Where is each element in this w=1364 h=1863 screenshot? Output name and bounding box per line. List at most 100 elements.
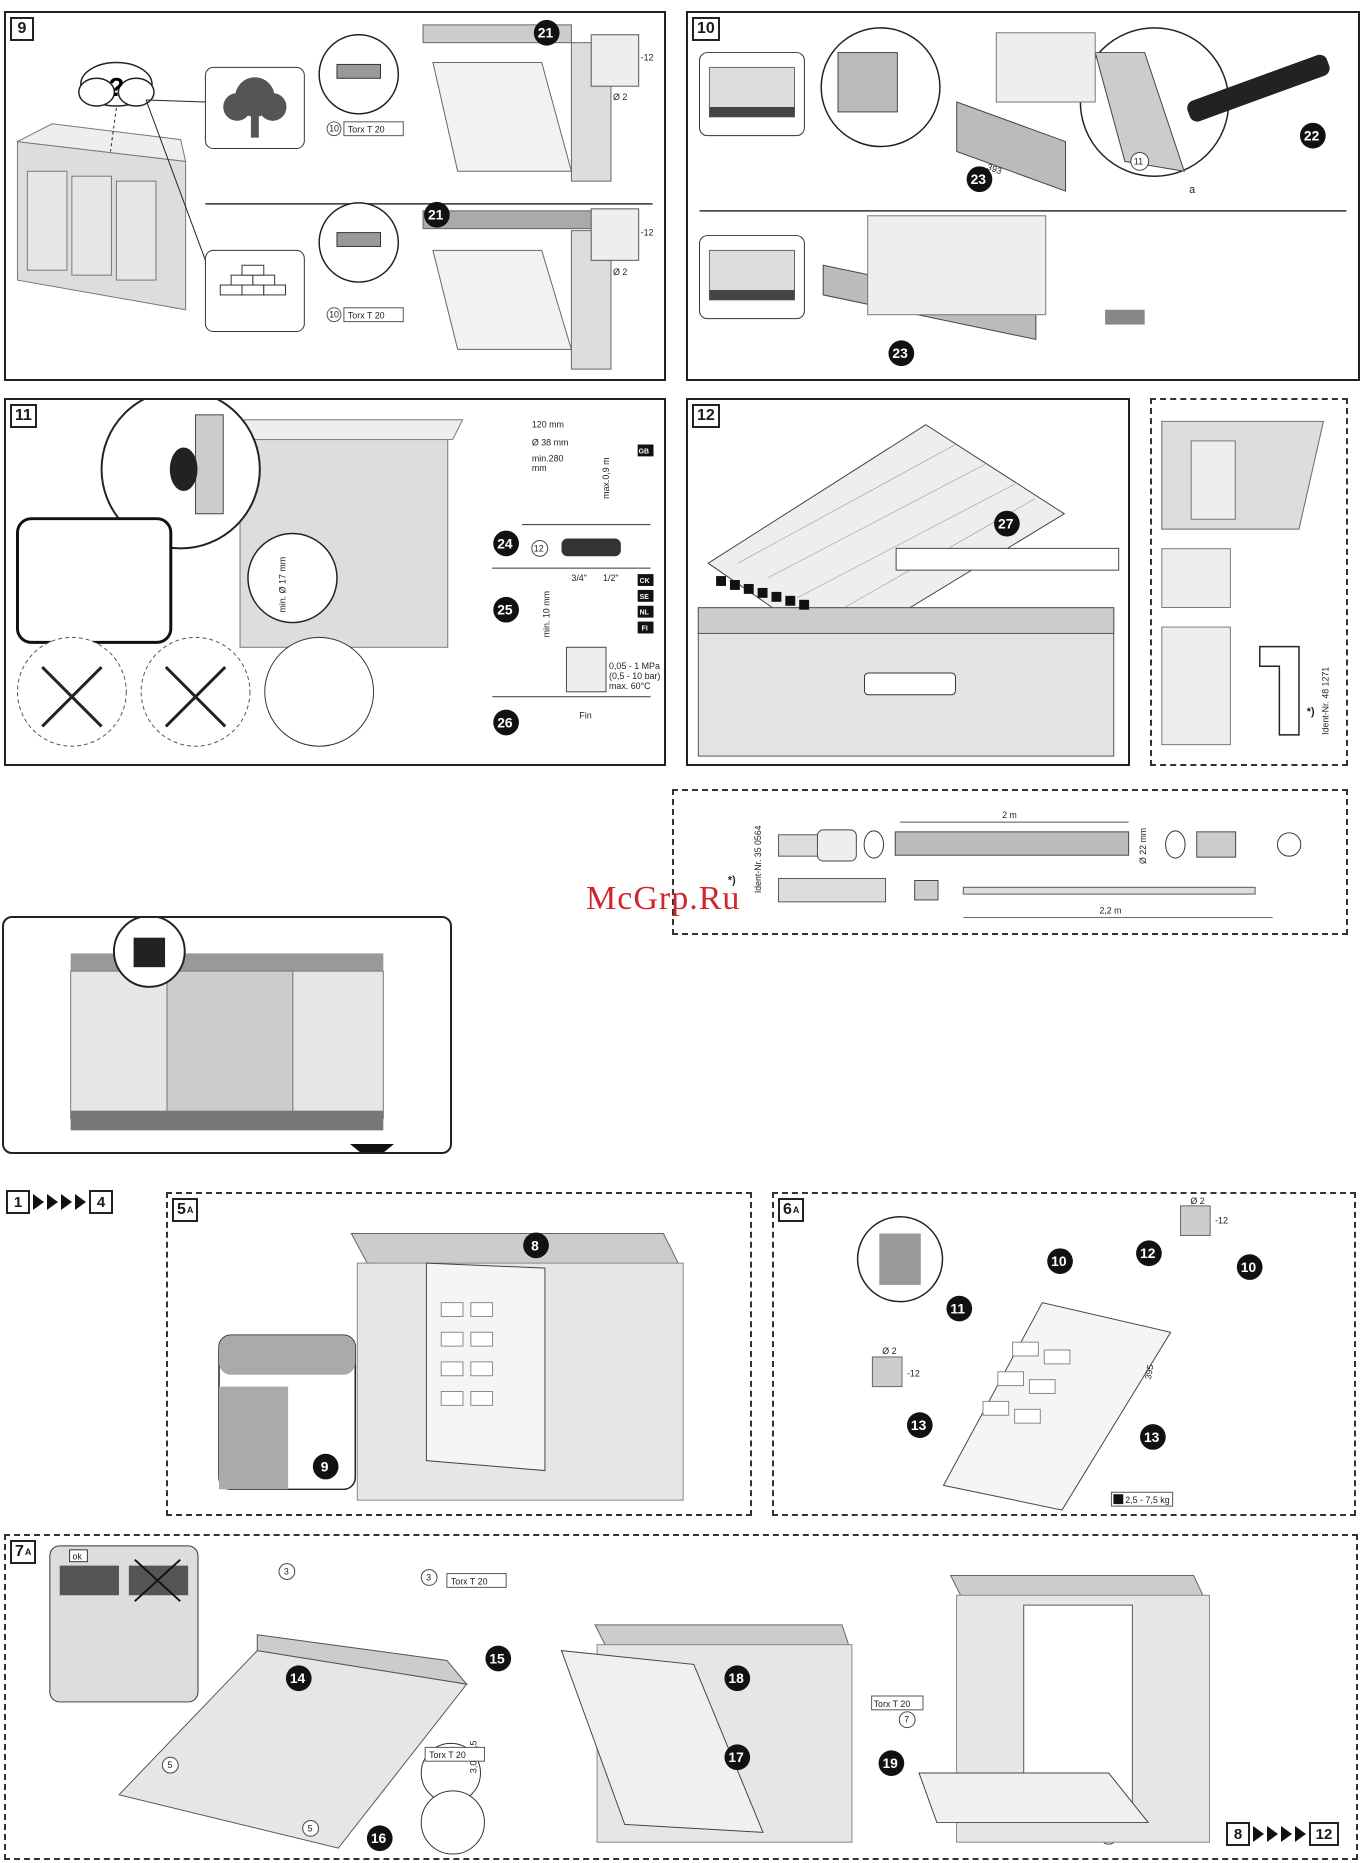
step-12-illustration: 27 (697, 424, 1120, 757)
hex-3-a: 3 (284, 1567, 289, 1577)
sequence-to: 4 (89, 1190, 113, 1214)
dim-d2-top: Ø 2 (1190, 1196, 1204, 1206)
accessory-panel-b: Ident-Nr. 35 0564 *) 2 m Ø 22 mm 2,2 m (672, 789, 1348, 935)
down-arrow-icon (350, 1144, 394, 1152)
dim-d2-left: Ø 2 (882, 1346, 896, 1356)
step-number: 12 (692, 404, 720, 428)
callout-19: 19 (882, 1755, 898, 1771)
square-tabs (716, 576, 810, 610)
dim-max09-label: max.0,9 m (601, 457, 611, 499)
hex-7-a: 7 (904, 1715, 909, 1725)
hex-5-a: 5 (167, 1760, 172, 1770)
dim-12-top: -12 (641, 52, 654, 62)
pressure-1: 0,05 - 1 MPa (609, 661, 660, 671)
badge-fi: FI (642, 625, 648, 632)
callout-15: 15 (489, 1650, 505, 1666)
step-9-illustration: ? (15, 19, 654, 370)
callout-14: 14 (290, 1670, 306, 1686)
step-number: 11 (10, 404, 37, 428)
step-5a-illustration: 8 9 (218, 1232, 685, 1501)
overview-panel (2, 916, 452, 1154)
callout-23: 23 (971, 171, 987, 187)
dim-middle: 395 (1143, 1364, 1155, 1380)
callout-27: 27 (998, 516, 1014, 532)
watermark: McGrp.Ru (586, 880, 741, 917)
arrow-icon (1281, 1826, 1292, 1842)
weight-label: 2,5 - 7,5 kg (1125, 1495, 1169, 1505)
torx-label-1: Torx T 20 (451, 1576, 488, 1586)
brick-icon (219, 264, 287, 296)
asterisk-note: *) (1307, 706, 1315, 718)
callout-18: 18 (728, 1670, 744, 1686)
step-10-illustration: a 393 11 22 23 23 (699, 27, 1347, 367)
step-number: 9 (10, 17, 34, 41)
torx-label-2: Torx T 20 (429, 1750, 466, 1760)
arrow-icon (33, 1194, 44, 1210)
callout-17: 17 (728, 1749, 744, 1765)
callout-23-lower: 23 (892, 345, 908, 361)
callout-11: 11 (950, 1301, 965, 1317)
callout-13-left: 13 (911, 1417, 927, 1433)
hex-11-label: 11 (1134, 156, 1143, 166)
step-11-panel: 11 min. Ø 17 mm 120 mm Ø 38 mm min.280 m… (4, 398, 666, 766)
callout-24: 24 (497, 535, 513, 551)
ok-label: ok (73, 1552, 83, 1562)
callout-22: 22 (1304, 128, 1320, 144)
kitchen-counter (15, 123, 187, 311)
accessory-b-illustration: Ident-Nr. 35 0564 *) 2 m Ø 22 mm 2,2 m (728, 810, 1302, 918)
torx-label-3: Torx T 20 (874, 1699, 911, 1709)
step-number: 10 (692, 17, 720, 41)
arrow-icon (61, 1194, 72, 1210)
step-7a-illustration: ok 3,0 - 4,5 Torx T 20 Torx T 20 Torx T … (49, 1545, 1210, 1855)
sequence-from: 8 (1226, 1822, 1250, 1846)
callout-10-right: 10 (1241, 1259, 1257, 1275)
callout-21-top: 21 (538, 25, 554, 41)
dim-a-label: a (1189, 184, 1196, 196)
callout-9: 9 (321, 1459, 329, 1475)
min17-label: min. Ø 17 mm (278, 557, 288, 613)
arrow-icon (47, 1194, 58, 1210)
sequence-1-to-4: 1 4 (6, 1190, 113, 1214)
sequence-to: 12 (1309, 1822, 1339, 1846)
callout-16: 16 (371, 1830, 387, 1846)
step-10-panel: 10 a 393 11 22 23 23 (686, 11, 1360, 381)
hex-label-bottom: 10 (329, 310, 339, 320)
dim-12-bottom: -12 (641, 228, 654, 238)
thread-12-label: 1/2" (603, 573, 619, 583)
callout-10-left: 10 (1051, 1253, 1067, 1269)
torx-label-top: Torx T 20 (348, 125, 385, 135)
circle-12-label: 12 (534, 543, 544, 553)
overview-illustration (70, 918, 384, 1131)
dim-d2-top: Ø 2 (613, 92, 627, 102)
dim-min280-label: min.280 (532, 453, 564, 463)
callout-21-bottom: 21 (428, 207, 444, 223)
badge-se: SE (640, 594, 650, 601)
ident-label: Ident-Nr. 48 1271 (1320, 667, 1330, 735)
hex-3-b: 3 (426, 1572, 431, 1582)
sequence-from: 1 (6, 1190, 30, 1214)
callout-8: 8 (531, 1237, 539, 1253)
step-6a-illustration: Ø 2 -12 Ø 2 -12 395 2,5 - 7,5 kg 10 10 1… (856, 1196, 1263, 1511)
callout-13-right: 13 (1144, 1429, 1160, 1445)
arrow-icon (1267, 1826, 1278, 1842)
step-12-panel: 12 27 (686, 398, 1130, 766)
dim-38-label: Ø 38 mm (532, 438, 569, 448)
pressure-2: (0,5 - 10 bar) (609, 671, 660, 681)
question-cloud (78, 61, 155, 107)
dim-12-top: -12 (1215, 1216, 1228, 1226)
accessory-panel-a: Ident-Nr. 48 1271 *) (1150, 398, 1348, 766)
callout-25: 25 (497, 602, 513, 618)
dim-mm-label: mm (532, 463, 547, 473)
asterisk-note: *) (728, 874, 736, 886)
min10-label: min. 10 mm (542, 591, 552, 637)
dim-d2-bottom: Ø 2 (613, 267, 627, 277)
step-11-illustration: min. Ø 17 mm 120 mm Ø 38 mm min.280 mm m… (16, 400, 660, 757)
sequence-8-to-12: 8 12 (1226, 1822, 1339, 1846)
accessory-a-illustration: Ident-Nr. 48 1271 *) (1161, 420, 1330, 746)
step-9-panel: 9 ? (4, 11, 666, 381)
arrow-icon (75, 1194, 86, 1210)
pressure-3: max. 60°C (609, 681, 651, 691)
